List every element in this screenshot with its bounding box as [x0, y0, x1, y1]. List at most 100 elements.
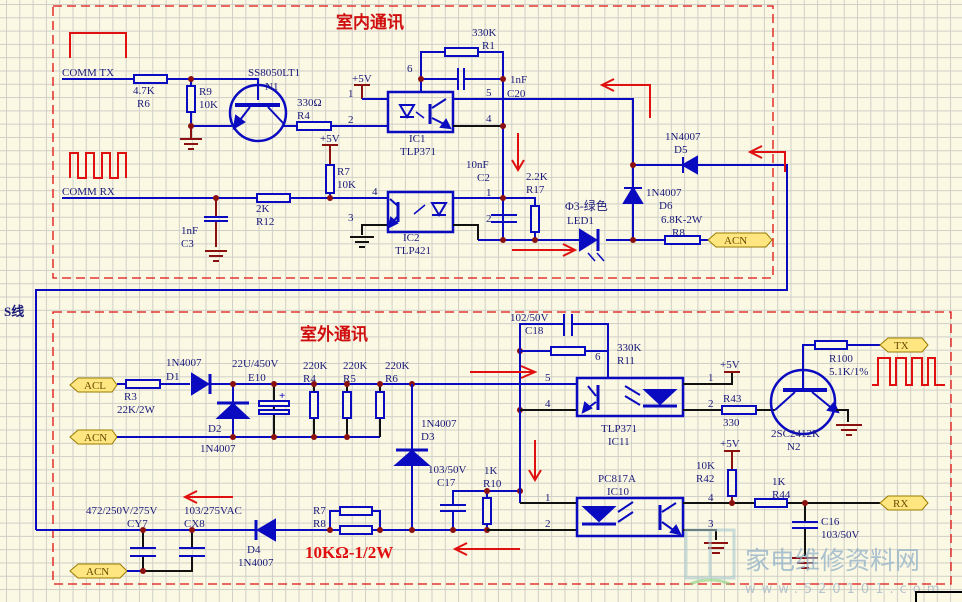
- r12-label: R12: [256, 216, 274, 228]
- r8-value: 6.8K-2W: [661, 214, 703, 226]
- d4-label: D4: [247, 544, 261, 556]
- capacitor-c16: [792, 521, 818, 529]
- led1-value: Φ3-绿色: [565, 198, 608, 213]
- ic1-label: IC1: [409, 133, 426, 145]
- c17-wire: [452, 490, 520, 530]
- resistor-r100: [814, 340, 848, 350]
- node: [188, 76, 194, 82]
- r4-label: R4: [297, 110, 310, 122]
- vcc-symbol: [322, 144, 338, 165]
- ground-icon: [704, 542, 728, 554]
- d5-part: 1N4007: [665, 131, 701, 143]
- ground-icon: [350, 236, 374, 248]
- c16-label: C16: [821, 516, 840, 528]
- capacitor-c2: [491, 214, 517, 223]
- node: [500, 76, 506, 82]
- tx-wire: [62, 78, 259, 100]
- r7-label: R7: [337, 166, 350, 178]
- n2-label: N2: [787, 441, 800, 453]
- c16-value: 103/50V: [821, 529, 860, 541]
- node-group: [140, 348, 523, 574]
- pin-label: 6: [407, 63, 413, 75]
- ic11-pin1-wire: [683, 372, 733, 385]
- ic10-input-wires: [487, 502, 577, 531]
- c18-value: 102/50V: [510, 312, 549, 324]
- diode-d6: [622, 186, 644, 204]
- led-icon: [579, 228, 605, 262]
- resistor-r9: [186, 85, 196, 113]
- indoor-section-border: [52, 5, 774, 279]
- vcc-symbol: [354, 84, 370, 99]
- outdoor-section-border: [52, 311, 952, 585]
- resistor-r5: [342, 391, 352, 419]
- r4-value: 220K: [303, 360, 328, 372]
- d3-part: 1N4007: [421, 418, 457, 430]
- ground-icon: [792, 557, 818, 569]
- arrow-down-icon: [528, 440, 542, 482]
- rx-tag-label: RX: [893, 498, 908, 510]
- pin-label: 2: [348, 114, 354, 126]
- r6-label: R6: [385, 373, 398, 385]
- c3-value: 1nF: [181, 225, 198, 237]
- r8-label: R8: [672, 227, 685, 239]
- capacitor-c18: [563, 314, 573, 336]
- node: [500, 195, 506, 201]
- e10-label: E10: [248, 372, 266, 384]
- c3-label: C3: [181, 238, 194, 250]
- pin-label: 1: [545, 492, 551, 504]
- d5-label: D5: [674, 144, 688, 156]
- d2-label: D2: [208, 423, 221, 435]
- pin-label: 4: [486, 113, 492, 125]
- node-group: [230, 381, 415, 440]
- vcc-label: +5V: [352, 73, 372, 85]
- node: [188, 123, 194, 129]
- tx-waveform: [69, 32, 127, 58]
- acn-net-tag: [707, 232, 773, 248]
- ic10-label: IC10: [607, 486, 630, 498]
- optocoupler-ic11: [575, 376, 685, 418]
- arrow-left-icon: [599, 78, 651, 118]
- diode-d1: [191, 372, 212, 396]
- capacitor-c17: [440, 504, 466, 512]
- ground-icon: [205, 250, 227, 262]
- arrow-left-icon: [747, 145, 786, 172]
- vcc-label: +5V: [720, 359, 740, 371]
- ground-icon: [836, 424, 862, 436]
- c20-label: C20: [507, 88, 526, 100]
- c17-value: 103/50V: [428, 464, 467, 476]
- pin-label: 2: [545, 518, 551, 530]
- r3-value: 22K/2W: [117, 404, 156, 416]
- pin-label: 2: [708, 398, 714, 410]
- comm-tx-label: COMM TX: [62, 67, 114, 79]
- diode-d5: [680, 155, 698, 175]
- c20-value: 1nF: [510, 74, 527, 86]
- ic11-label: IC11: [608, 436, 630, 448]
- capacitor-e10: +: [258, 390, 290, 415]
- tx-tag-label: TX: [894, 340, 909, 352]
- resistor-r11: [550, 346, 586, 356]
- resistor-r10: [482, 497, 492, 525]
- r11-value: 330K: [617, 342, 642, 354]
- optocoupler-ic2: [386, 190, 455, 234]
- e10-value: 22U/450V: [232, 358, 279, 370]
- r100-wire: [802, 344, 880, 390]
- node: [630, 237, 636, 243]
- arrow-right-icon: [470, 365, 538, 379]
- r7-value: 10K: [337, 179, 356, 191]
- vcc-label: +5V: [720, 438, 740, 450]
- r1-value: 330K: [472, 27, 497, 39]
- cy7-label: CY7: [127, 518, 148, 530]
- resistor-r7: [339, 506, 373, 516]
- node: [500, 123, 506, 129]
- s-line-wire: [35, 164, 788, 530]
- acl-tag-label: ACL: [84, 380, 106, 392]
- r5-value: 220K: [343, 360, 368, 372]
- arrow-left-icon: [452, 542, 520, 556]
- r100-value: 5.1K/1%: [829, 366, 868, 378]
- d2-part: 1N4007: [200, 443, 236, 455]
- r7-r8-rating-note: 10KΩ-1/2W: [305, 543, 393, 562]
- cy7-value: 472/250V/275V: [86, 505, 158, 517]
- node-group: [729, 500, 808, 506]
- acn-tag-label: ACN: [84, 432, 107, 444]
